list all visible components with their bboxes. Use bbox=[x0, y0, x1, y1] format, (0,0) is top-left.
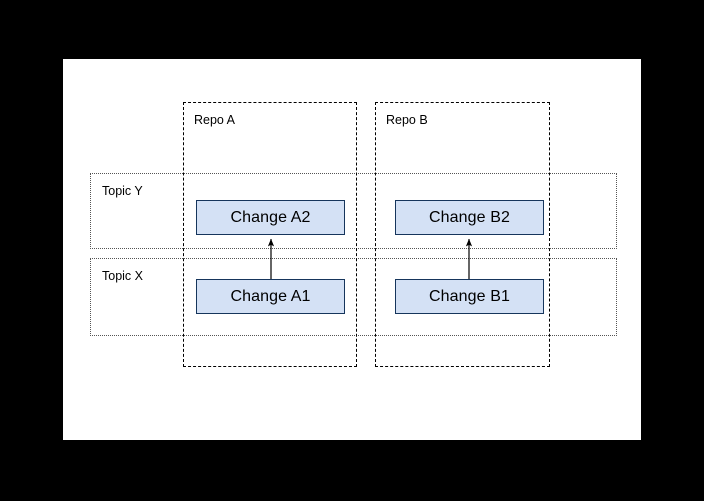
diagram-canvas: Topic Y Topic X Repo A Repo B bbox=[63, 59, 641, 440]
topic-label-topic-x: Topic X bbox=[102, 269, 143, 283]
change-node-label: Change A2 bbox=[230, 208, 311, 226]
topic-group-topic-x[interactable]: Topic X bbox=[90, 258, 617, 336]
repo-label-repo-a: Repo A bbox=[194, 113, 236, 127]
change-node-label: Change B1 bbox=[429, 287, 510, 305]
change-node-change-a2[interactable]: Change A2 bbox=[196, 200, 345, 235]
change-node-change-a1[interactable]: Change A1 bbox=[196, 279, 345, 314]
topic-group-topic-y[interactable]: Topic Y bbox=[90, 173, 617, 249]
repo-label-repo-b: Repo B bbox=[386, 113, 428, 127]
repo-group-repo-a[interactable]: Repo A bbox=[183, 102, 357, 367]
change-node-label: Change B2 bbox=[429, 208, 510, 226]
repo-group-repo-b[interactable]: Repo B bbox=[375, 102, 550, 367]
change-node-change-b2[interactable]: Change B2 bbox=[395, 200, 544, 235]
change-node-change-b1[interactable]: Change B1 bbox=[395, 279, 544, 314]
change-node-label: Change A1 bbox=[230, 287, 311, 305]
topic-label-topic-y: Topic Y bbox=[102, 184, 143, 198]
